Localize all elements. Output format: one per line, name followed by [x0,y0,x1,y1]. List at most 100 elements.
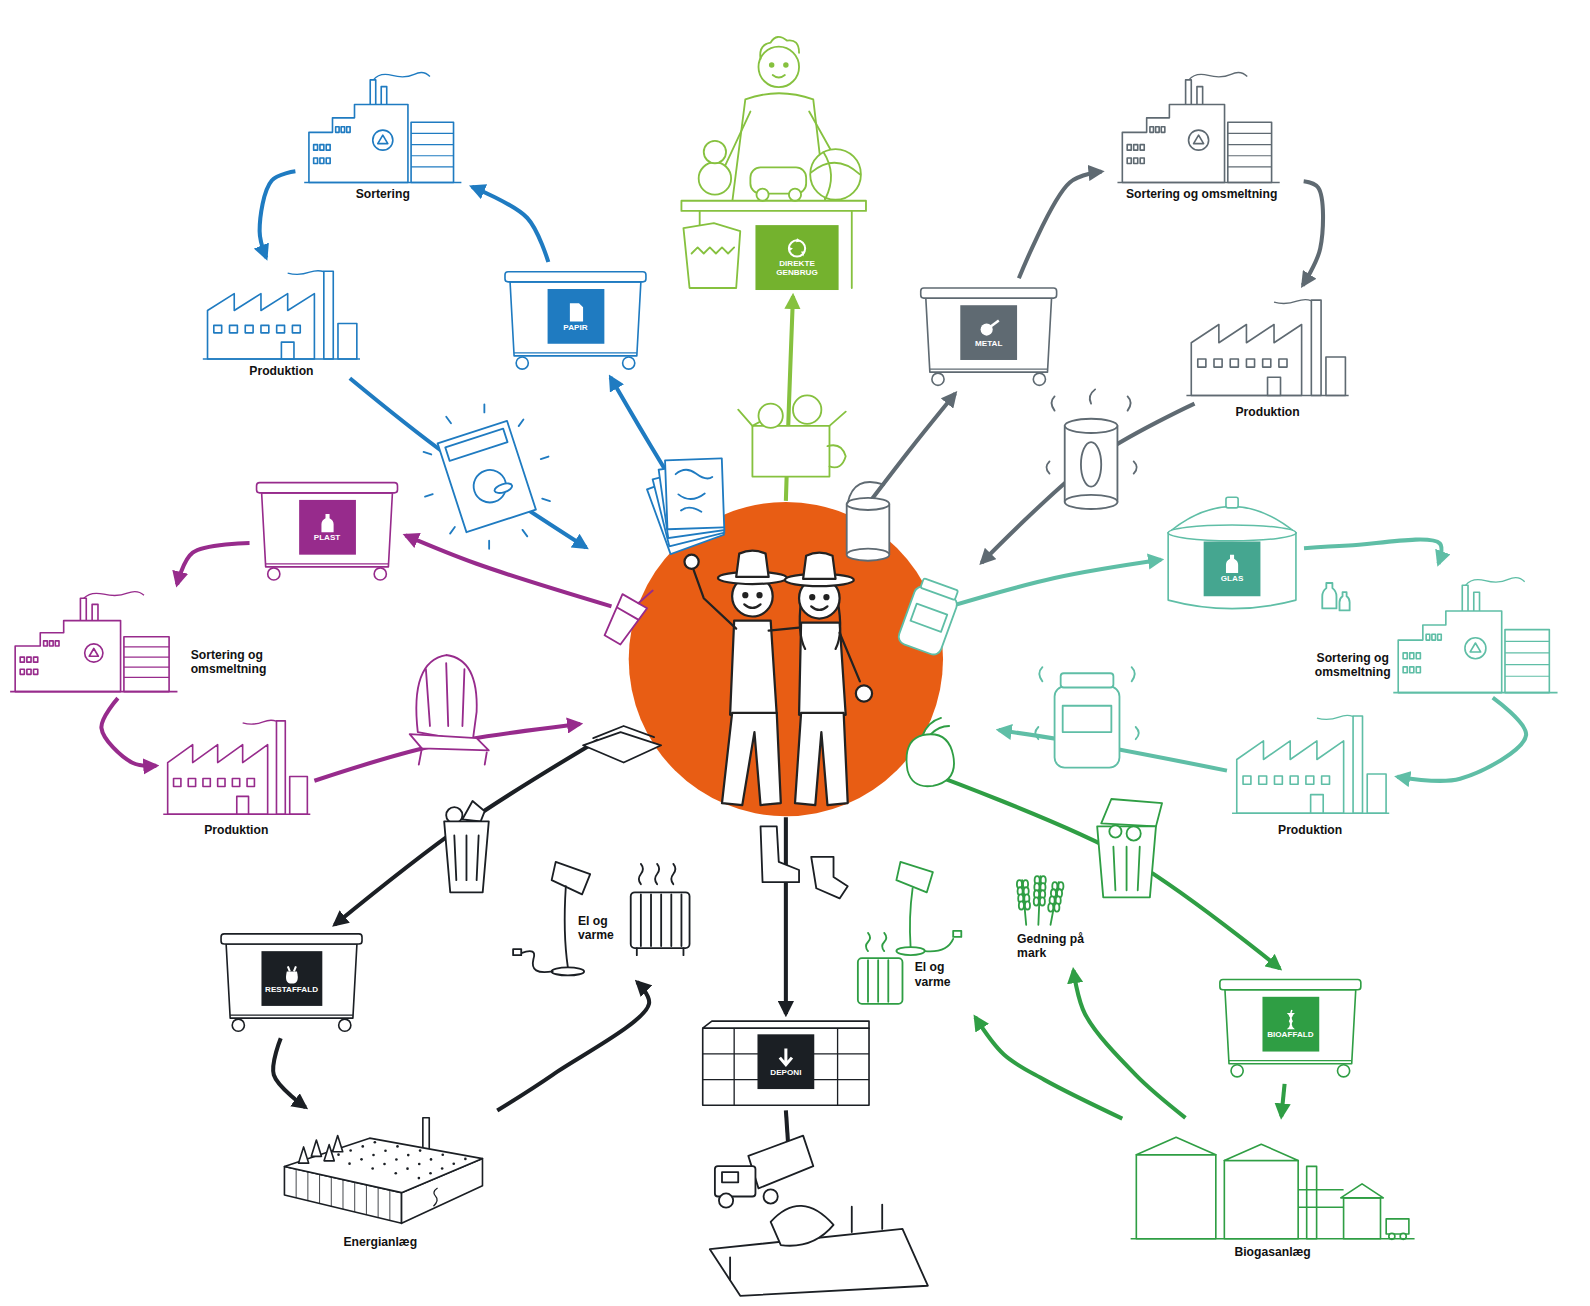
plant-icon [1505,630,1549,693]
bin-symbol [316,512,338,534]
paper-item [425,494,433,497]
plant-icon [320,145,324,151]
place-label: Energianlæg [269,1236,492,1250]
waste-item [639,864,676,884]
bin-label: BIOAFFALD [1267,1031,1313,1040]
sign-box: DIREKTE GENBRUG [755,225,838,290]
waste-item [513,949,521,955]
bin-symbol [280,963,302,985]
plant-icon [230,325,238,332]
flow-arrow [1397,698,1526,781]
plant-icon [1117,182,1279,184]
glass-item [896,577,962,657]
plant-node: Produktion [1181,289,1355,426]
plant-icon [218,778,225,786]
reuse-item [760,37,799,59]
plant-icon [337,1153,340,1156]
bin-outline [232,1019,244,1031]
plant-icon [1410,653,1414,659]
plant-icon [307,1172,308,1201]
bin-symbol [788,239,805,257]
bin-tag: RESTAFFALD [261,952,322,1007]
reuse-item [692,247,735,253]
bin-outline [374,568,386,580]
plant-icon [411,144,453,145]
plant-icon [1228,133,1272,134]
people-figure [795,713,848,805]
flow-line [314,296,1279,1156]
plant-icon [1398,611,1501,693]
plant-icon [1341,1184,1384,1198]
reuse-item [756,189,768,201]
flow-line [784,817,788,1014]
plant-icon [411,166,453,167]
plant-icon [168,745,268,815]
plant-icon [309,104,408,182]
plant-icon [429,1172,432,1175]
reuse-item [704,141,726,163]
flow-arrow [975,1017,1122,1118]
bio-item [907,734,954,786]
bin-symbol [1279,1009,1301,1031]
glass-item [1061,673,1114,687]
bottle-bank: GLAS [1164,487,1300,619]
plant-icon [360,1158,363,1161]
plant-icon [406,1167,409,1170]
people-figure [811,606,827,610]
plant-icon [394,1172,397,1175]
people-figure [824,595,828,599]
plant-icon [1140,145,1144,151]
flow-line [923,771,1280,969]
plant-icon [124,656,169,657]
bin-outline [1168,525,1296,541]
plant-icon [214,325,222,332]
plant-icon [418,1163,421,1166]
reuse-item [784,63,788,67]
bin-outline [505,272,646,282]
plant-icon [27,657,31,662]
plant-icon [261,325,269,332]
reuse-item [752,426,829,477]
plant-icon [1410,667,1414,673]
paper-item [487,541,492,549]
plant-node: Produktion [198,262,367,386]
plant-icon [383,1163,386,1166]
plant-icon [311,1140,321,1156]
bio-item [1040,897,1045,905]
plant-icon [1403,667,1407,673]
plant-icon [55,641,59,646]
waste-item [462,801,484,821]
metal-item [847,504,890,555]
glass-item [896,577,1349,768]
bin-symbol [786,237,808,259]
paper-item [446,416,451,424]
plant-icon [299,1147,309,1163]
plant-icon [203,778,210,786]
plant-icon [361,1145,364,1148]
plant-icon [1317,715,1358,719]
plant-icon [348,1162,351,1165]
plant-icon [395,1158,398,1161]
reuse-item [810,149,861,200]
paper-item [665,458,724,529]
plant-icon [1505,652,1549,653]
waste-item [722,1172,738,1182]
plant-icon [1393,692,1557,694]
bio-item [1113,847,1139,891]
plant-icon [347,127,350,133]
bin-outline [1033,373,1045,385]
waste-item [565,886,568,967]
flow-arrow [101,698,156,766]
place-label: Produktion [1229,823,1391,837]
plant-icon [232,778,239,786]
plant-icon [1136,1155,1215,1239]
waste-item [748,1136,813,1189]
place-label: Sortering og omsmeltning [191,649,287,677]
place-label: Gedning på mark [1017,933,1104,961]
waste-item [593,726,654,738]
bio-item [1054,903,1059,911]
plant-node: Produktion [160,710,314,844]
plant-icon [1326,357,1345,396]
waste-item [521,951,552,972]
